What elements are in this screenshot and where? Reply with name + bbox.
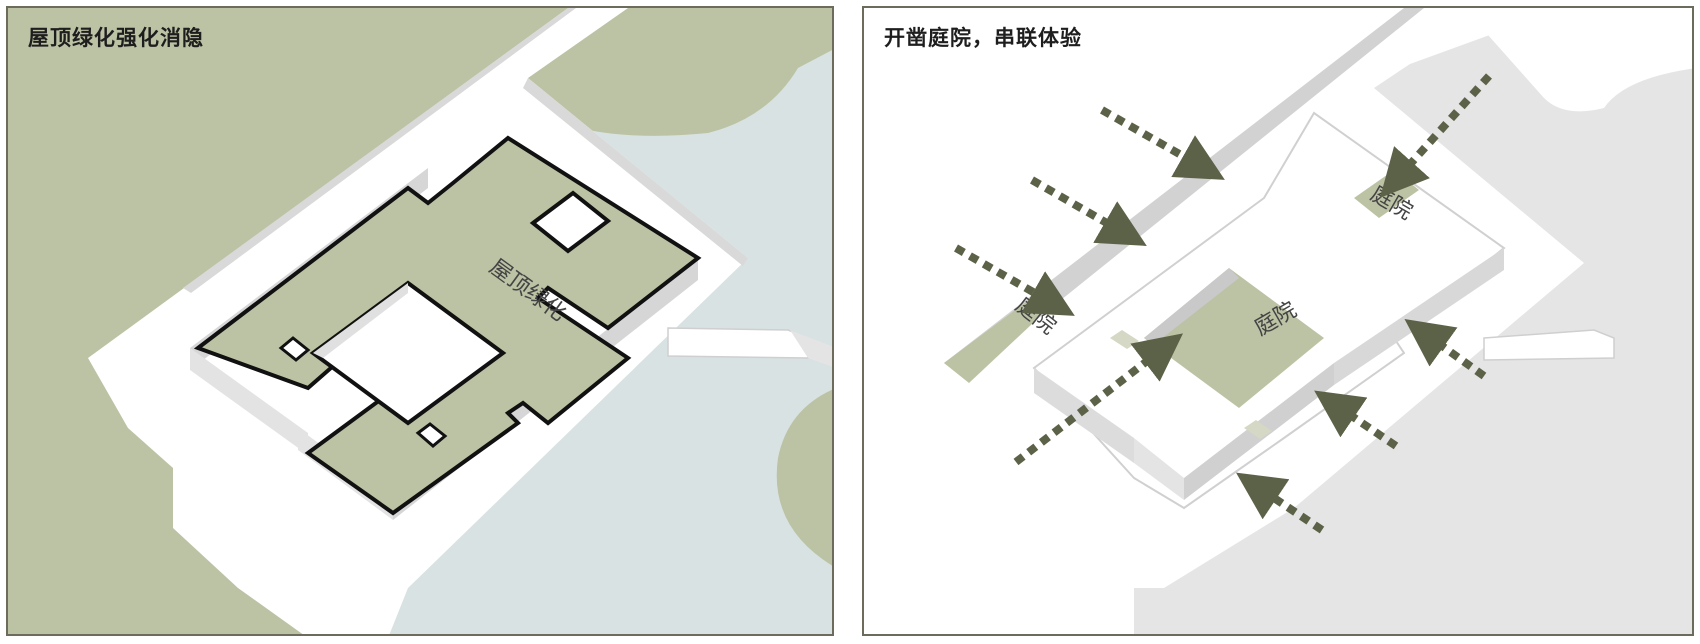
skylight-2 xyxy=(415,422,448,448)
building-wall-left xyxy=(1034,368,1134,463)
skylight-1 xyxy=(278,336,311,362)
arrow-3 xyxy=(954,244,1075,316)
building-wall-east xyxy=(1334,248,1504,385)
courtyard-diagram: 庭院 庭院 庭院 xyxy=(864,8,1692,634)
arrow-7 xyxy=(1314,390,1399,450)
water-area xyxy=(342,50,832,634)
courtyard-strip xyxy=(944,296,1049,383)
arrow-6 xyxy=(1404,319,1487,380)
panel-courtyards: 庭院 庭院 庭院 开凿庭院，串联体验 xyxy=(862,6,1694,636)
bridge xyxy=(1483,329,1615,361)
panel-title-right: 开凿庭院，串联体验 xyxy=(884,26,1082,50)
bridge-ramp xyxy=(790,330,832,367)
skylight-2 xyxy=(1244,420,1272,439)
courtyard-wall xyxy=(1144,268,1239,343)
arrows xyxy=(954,73,1492,534)
building-wall-front xyxy=(1134,438,1184,500)
arrow-1 xyxy=(1100,106,1225,180)
panel-roof-greening: 屋顶绿化 屋顶绿化强化消隐 xyxy=(6,6,834,636)
walkway-edge xyxy=(183,8,576,293)
arrow-8 xyxy=(1236,472,1325,534)
bridge xyxy=(667,327,809,359)
roof-greening-diagram: 屋顶绿化 xyxy=(8,8,832,634)
walkway-edge-right xyxy=(523,78,748,266)
green-islet xyxy=(776,389,832,566)
courtyard-wall xyxy=(313,283,408,358)
building-wall-front xyxy=(190,348,308,455)
arrow-2 xyxy=(1030,176,1147,246)
panel-title-left: 屋顶绿化强化消隐 xyxy=(28,26,204,50)
arrow-4 xyxy=(1380,73,1492,198)
ground-patch xyxy=(1464,8,1692,112)
small-courtyard xyxy=(529,190,612,254)
green-land-top-right xyxy=(548,8,832,138)
